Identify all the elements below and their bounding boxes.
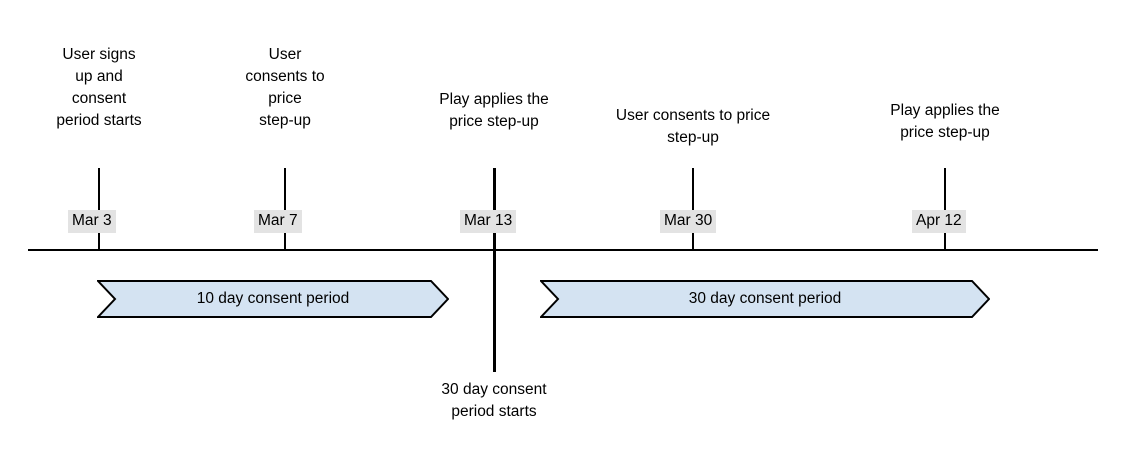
- date-chip-mar-13: Mar 13: [460, 210, 517, 233]
- date-chip-apr-12: Apr 12: [912, 210, 966, 233]
- date-chip-mar-3: Mar 3: [68, 210, 116, 233]
- event-label-mar-30: User consents to price step-up: [615, 107, 771, 146]
- chevron-shape-ten-day: [97, 280, 449, 318]
- tick-mar-30: [692, 168, 694, 250]
- event-label-mar-3: User signs up and consent period starts: [56, 46, 142, 129]
- period-label-thirty-day: 30 day consent period: [688, 290, 842, 307]
- period-banner-ten-day: 10 day consent period: [97, 280, 449, 318]
- event-label-apr-12: Play applies the price step-up: [890, 102, 1000, 141]
- timeline-axis: [28, 249, 1098, 251]
- tick-mar-7: [284, 168, 286, 250]
- event-label-mar-7: User consents to price step-up: [245, 46, 325, 129]
- period-label-ten-day: 10 day consent period: [196, 290, 350, 307]
- date-chip-mar-7: Mar 7: [254, 210, 302, 233]
- period-banner-thirty-day: 30 day consent period: [540, 280, 990, 318]
- event-label-mar-13: Play applies the price step-up: [439, 91, 549, 130]
- tick-apr-12: [944, 168, 946, 250]
- tick-mar-3: [98, 168, 100, 250]
- date-chip-mar-30: Mar 30: [660, 210, 717, 233]
- tick-mar-13: [493, 168, 496, 372]
- annotation-thirty-day-start: 30 day consent period starts: [441, 381, 547, 420]
- chevron-shape-thirty-day: [540, 280, 990, 318]
